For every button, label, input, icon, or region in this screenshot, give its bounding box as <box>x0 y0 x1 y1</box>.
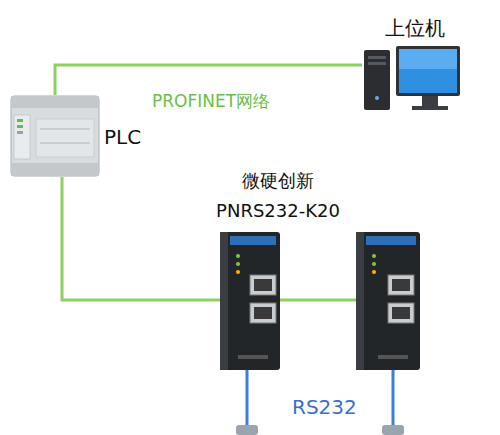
node-label: 微硬创新 PNRS232-K20 <box>208 166 348 226</box>
network-connector <box>55 65 362 95</box>
plc-device-shape <box>10 95 100 177</box>
signal-label: RS232 <box>292 395 357 419</box>
node-label: PLC <box>104 125 164 150</box>
connector-stub <box>236 425 258 435</box>
connector-stub <box>382 425 404 435</box>
gateway-device: 微硬创新 PNRS232-K20 <box>220 232 280 370</box>
host-computer: 上位机 <box>362 46 462 112</box>
host-computer-shape <box>362 46 462 112</box>
node-label: 上位机 <box>370 16 460 41</box>
plc-device: PLC <box>10 95 100 177</box>
profinet-wire <box>280 299 356 302</box>
edge-label: PROFINET网络 <box>152 90 270 113</box>
gateway-device <box>356 232 420 370</box>
gateway-device-shape <box>220 232 280 370</box>
network-connector <box>62 177 220 300</box>
